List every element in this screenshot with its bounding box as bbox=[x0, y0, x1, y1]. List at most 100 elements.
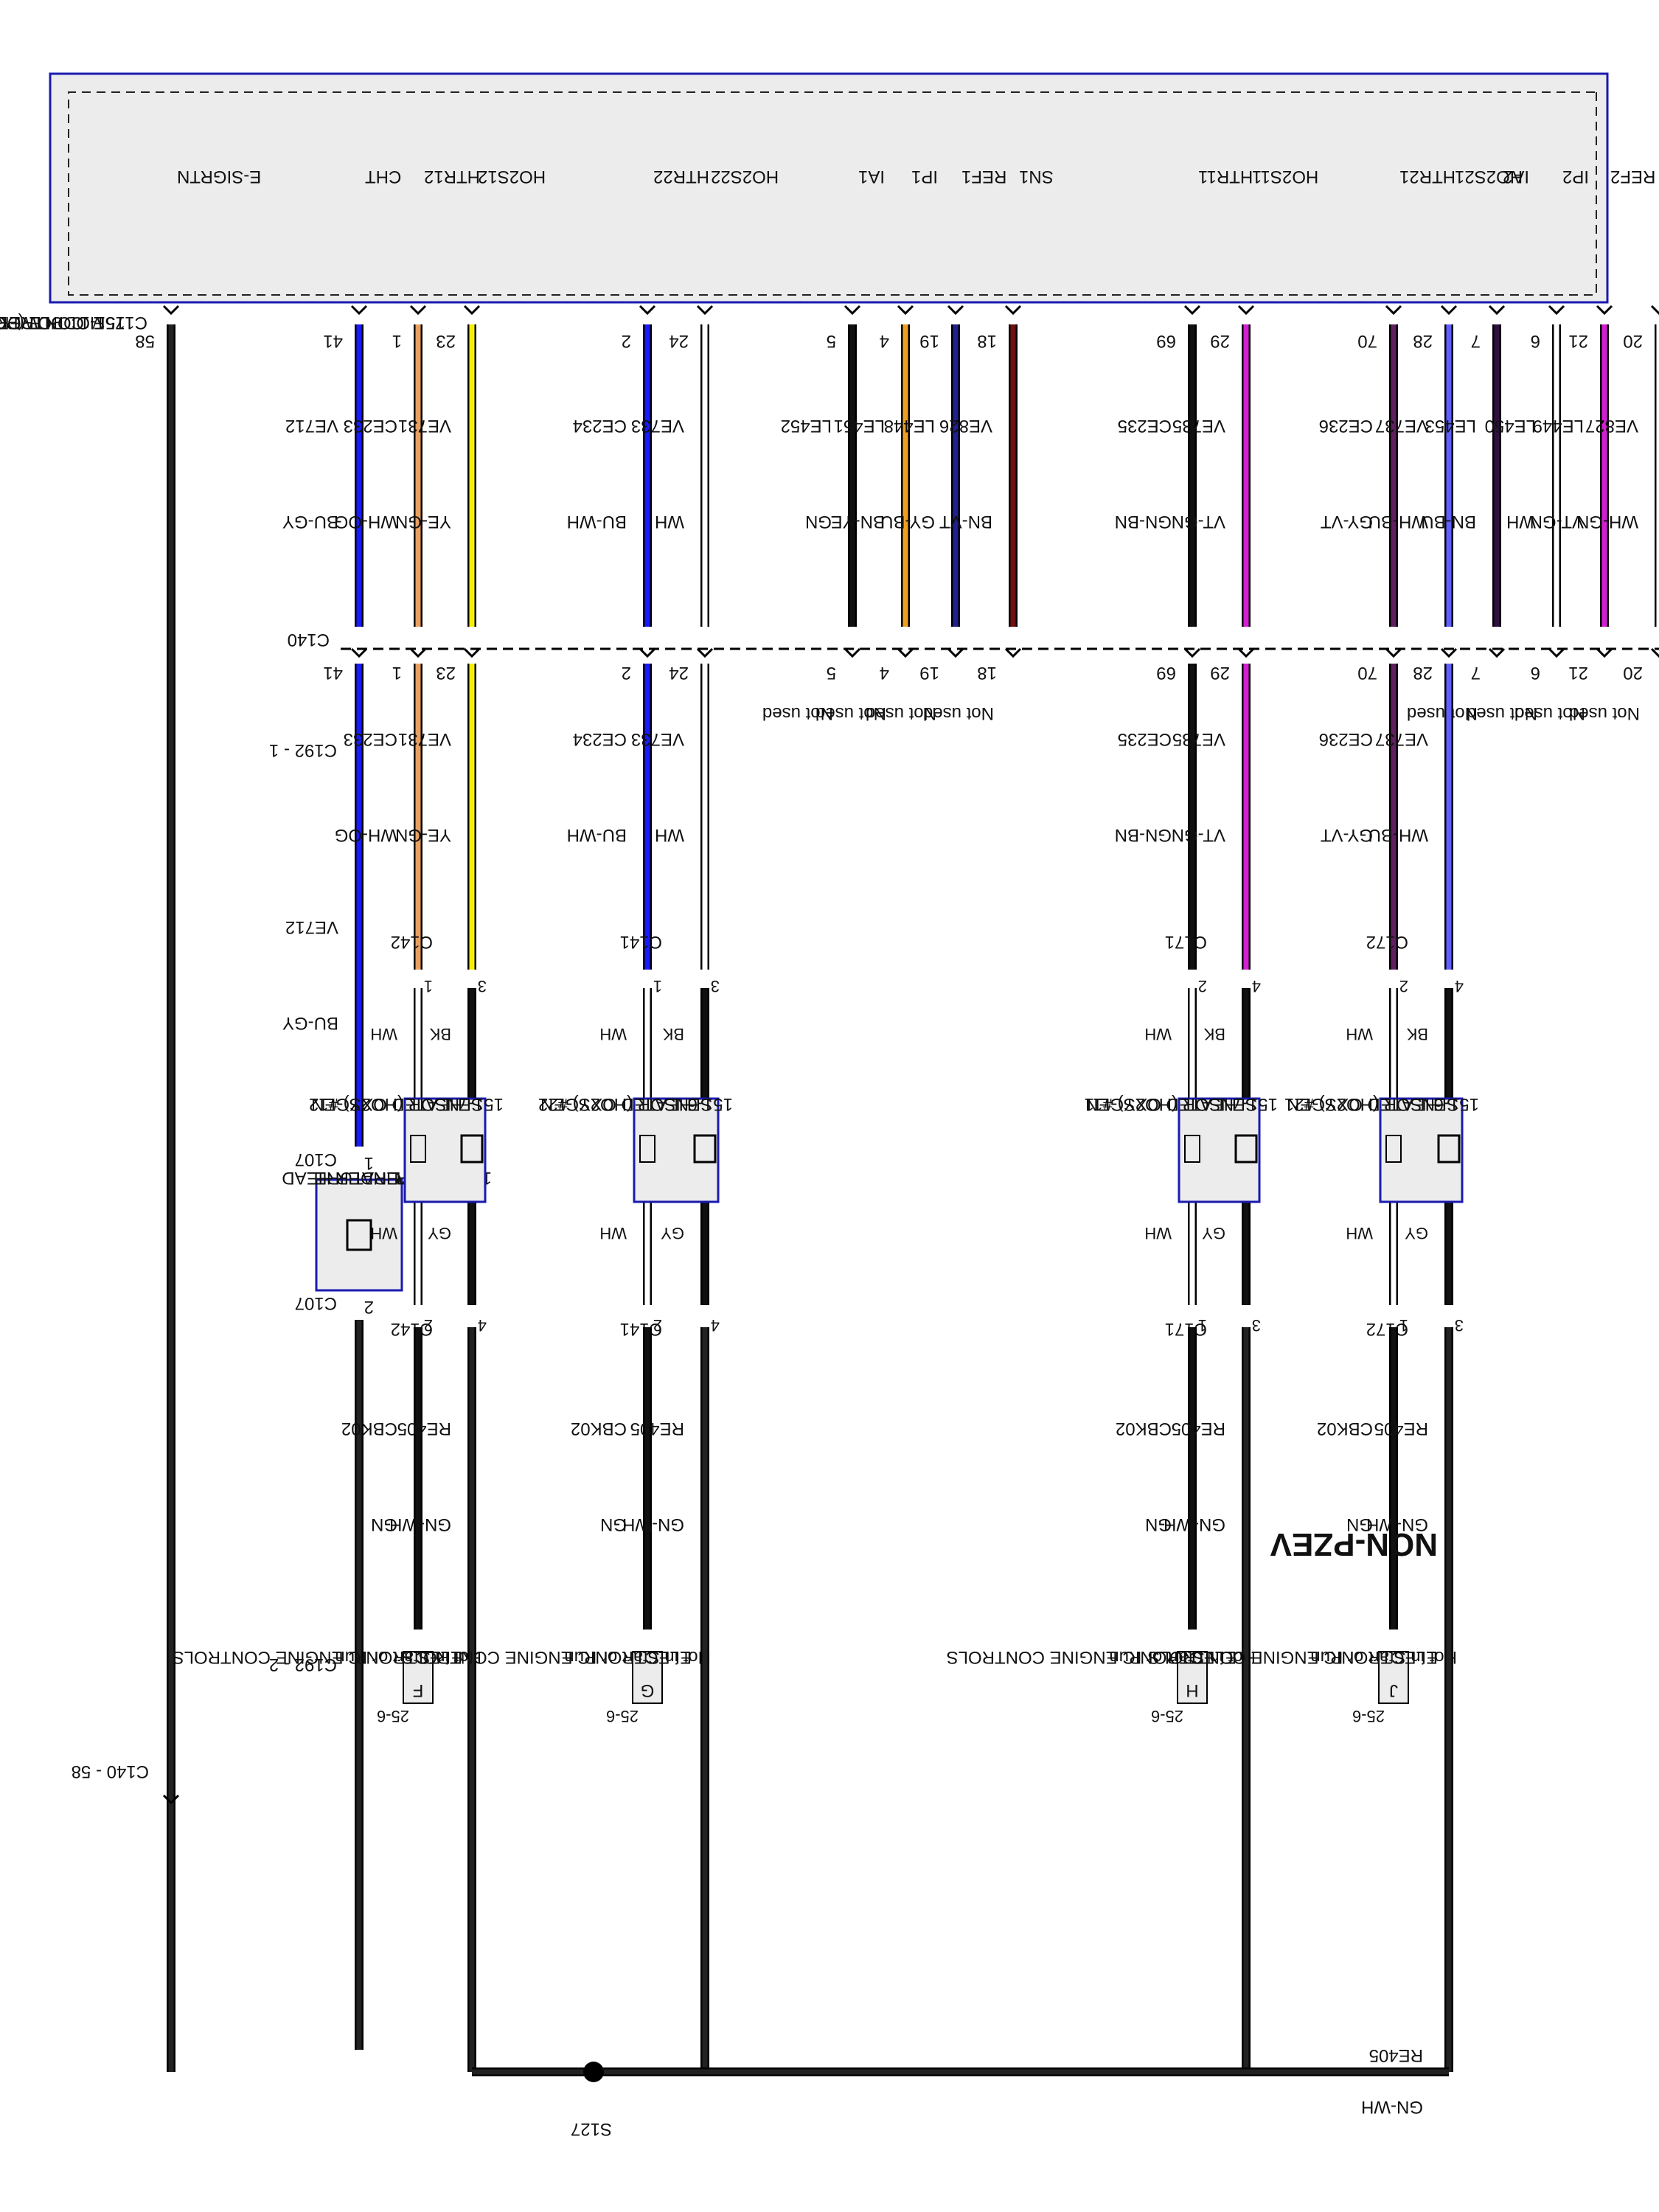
wire-color-label: GY-VT bbox=[1321, 512, 1373, 532]
pcm-pin-signal: SN1 bbox=[1019, 167, 1054, 187]
pcm-box bbox=[49, 72, 1609, 304]
splice-ground-color: GN-WH bbox=[1361, 2097, 1423, 2117]
not-used-label: Not used bbox=[923, 703, 994, 723]
ground-circuit-label: RE405 bbox=[1374, 1419, 1428, 1439]
sensor-lead-label: BK bbox=[429, 1025, 451, 1043]
sensor-lead-label: GY bbox=[1405, 1224, 1428, 1242]
sensor-pin: 3 bbox=[1455, 1316, 1464, 1335]
pcm-pin-signal: HO2S12 bbox=[478, 167, 546, 187]
sensor-pin: 4 bbox=[1455, 977, 1464, 995]
wire-circuit-label: LE448 bbox=[884, 416, 935, 436]
wire-circuit-label: VE731 bbox=[398, 416, 451, 436]
c140-pin-number: 18 bbox=[977, 663, 997, 683]
pcm-label-line: CONTROL bbox=[0, 313, 84, 333]
sensor-connector-out: C141 bbox=[620, 1319, 662, 1339]
sensor-connector-out: C171 bbox=[1165, 1319, 1207, 1339]
c140-pin-arrow bbox=[1183, 647, 1201, 658]
wire-color-label: WH-BU bbox=[1368, 512, 1428, 532]
pcm-label-line: POWERTRAIN bbox=[0, 313, 63, 333]
c140-pin-arrow bbox=[639, 647, 656, 658]
sensor-pin: 1 bbox=[424, 977, 433, 995]
power-circuit-label: CBK02 bbox=[1116, 1419, 1172, 1439]
pcm-pin-arrow bbox=[409, 305, 427, 316]
wire-circuit-label: CE236 bbox=[1319, 416, 1373, 436]
c140-pin-number: 4 bbox=[880, 663, 889, 683]
cht-sensor-box bbox=[315, 1178, 403, 1292]
splice-ground-circuit: RE405 bbox=[1369, 2045, 1423, 2065]
pcm-pin-number: 29 bbox=[1210, 331, 1230, 351]
wire-circuit-label: LE451 bbox=[834, 416, 885, 436]
power-color-label: GN bbox=[1145, 1514, 1172, 1534]
pcm-pin-signal: HTR21 bbox=[1399, 167, 1455, 187]
pcm-label-line: MODULE (PCM) bbox=[0, 313, 105, 333]
power-color-label: GN bbox=[1346, 1514, 1373, 1534]
pcm-pin-signal: IP1 bbox=[911, 167, 938, 187]
wire-circuit-label: CE234 bbox=[573, 416, 627, 436]
sensor-pin: 1 bbox=[1198, 1316, 1207, 1335]
pcm-pin-arrow bbox=[897, 305, 914, 316]
sensor-htr-circuit: CE233 bbox=[344, 729, 397, 749]
wire-color-label: WH bbox=[655, 512, 684, 532]
eec-location-box bbox=[1177, 1651, 1208, 1704]
pcm-pin-number: 5 bbox=[827, 331, 836, 351]
sensor-heater-element bbox=[1184, 1135, 1200, 1163]
wire-color-label: GY-BU bbox=[880, 512, 935, 532]
pcm-pin-number: 28 bbox=[1413, 331, 1433, 351]
wire-color-label: WH-OG bbox=[335, 512, 397, 532]
wire-circuit-label: LE452 bbox=[781, 416, 832, 436]
sensor-lead-label: WH bbox=[1346, 1025, 1373, 1043]
sensor-heater-element bbox=[1385, 1135, 1402, 1163]
pcm-pin-signal: HTR11 bbox=[1198, 167, 1253, 187]
wire-circuit-label: VE737 bbox=[1375, 416, 1428, 436]
c140-pin-number: 1 bbox=[392, 663, 402, 683]
ground-color-label: GN-WH bbox=[622, 1514, 684, 1534]
eec-label-line: ELECTRONIC ENGINE CONTROLS bbox=[1148, 1647, 1438, 1667]
wire-color-label: VT-GN bbox=[1172, 512, 1225, 532]
c140-pin-number: 23 bbox=[436, 663, 456, 683]
sensor-lead-label: GY bbox=[661, 1224, 684, 1242]
wire-circuit-label: VE735 bbox=[1172, 416, 1225, 436]
c140-pin-number: 2 bbox=[622, 663, 631, 683]
pcm-pin-arrow bbox=[1488, 305, 1506, 316]
cht-pin-out: 2 bbox=[364, 1297, 374, 1317]
sensor-name: 151-7 bbox=[459, 1094, 504, 1114]
pcm-pin-signal: REF1 bbox=[961, 167, 1006, 187]
not-used-label: Not used bbox=[1467, 703, 1537, 723]
wire-color-label: WH-GN bbox=[1576, 512, 1638, 532]
wire-color-label: BU-GY bbox=[282, 512, 338, 532]
c140-pin-number: 21 bbox=[1568, 663, 1588, 683]
pcm-pin-signal: HTR22 bbox=[653, 167, 709, 187]
pcm-pin-arrow bbox=[350, 305, 368, 316]
sensor-connector-in: C141 bbox=[620, 932, 662, 952]
wire-circuit-label: LE450 bbox=[1485, 416, 1536, 436]
c140-pin-arrow bbox=[1440, 647, 1458, 658]
cht-pin-in: 1 bbox=[364, 1153, 374, 1173]
sensor-name: HEATED OXYGEN bbox=[311, 1094, 462, 1114]
pcm-pin-number: 23 bbox=[436, 331, 456, 351]
c140-58-label: C140 - 58 bbox=[72, 1761, 149, 1781]
ground-circuit-label: RE405 bbox=[630, 1419, 684, 1439]
pcm-pin-number: 18 bbox=[977, 331, 997, 351]
pcm-pin-arrow bbox=[1183, 305, 1201, 316]
sensor-connector-in: C171 bbox=[1165, 932, 1207, 952]
sensor-sig-circuit: VE733 bbox=[631, 729, 684, 749]
sensor-name: SENSOR (HO2S) #21 bbox=[1284, 1094, 1458, 1114]
sensor-sig-color: WH-BU bbox=[1368, 825, 1428, 845]
cht-connector-label: C107 bbox=[295, 1150, 337, 1169]
pcm-pin-arrow bbox=[1440, 305, 1458, 316]
sensor-element bbox=[1437, 1134, 1461, 1164]
eec-label-line: Hot in Start or Run bbox=[564, 1647, 711, 1667]
wire-color-label: BU-WH bbox=[567, 512, 627, 532]
c140-pin-arrow bbox=[463, 647, 481, 658]
eec-label-line: Hot in Start or Run bbox=[1109, 1647, 1256, 1667]
sensor-pin: 2 bbox=[1198, 977, 1207, 995]
pcm-pin-signal: HO2S21 bbox=[1455, 167, 1523, 187]
sensor-box bbox=[633, 1097, 720, 1203]
pcm-pin-signal: IA2 bbox=[1503, 167, 1529, 187]
pcm-pin-arrow bbox=[696, 305, 714, 316]
sensor-pin: 2 bbox=[1399, 977, 1408, 995]
pcm-pin-arrow bbox=[1548, 305, 1565, 316]
sensor-box bbox=[1379, 1097, 1464, 1203]
sensor-lead-label: WH bbox=[599, 1224, 627, 1242]
pcm-pin-arrow bbox=[1004, 305, 1022, 316]
